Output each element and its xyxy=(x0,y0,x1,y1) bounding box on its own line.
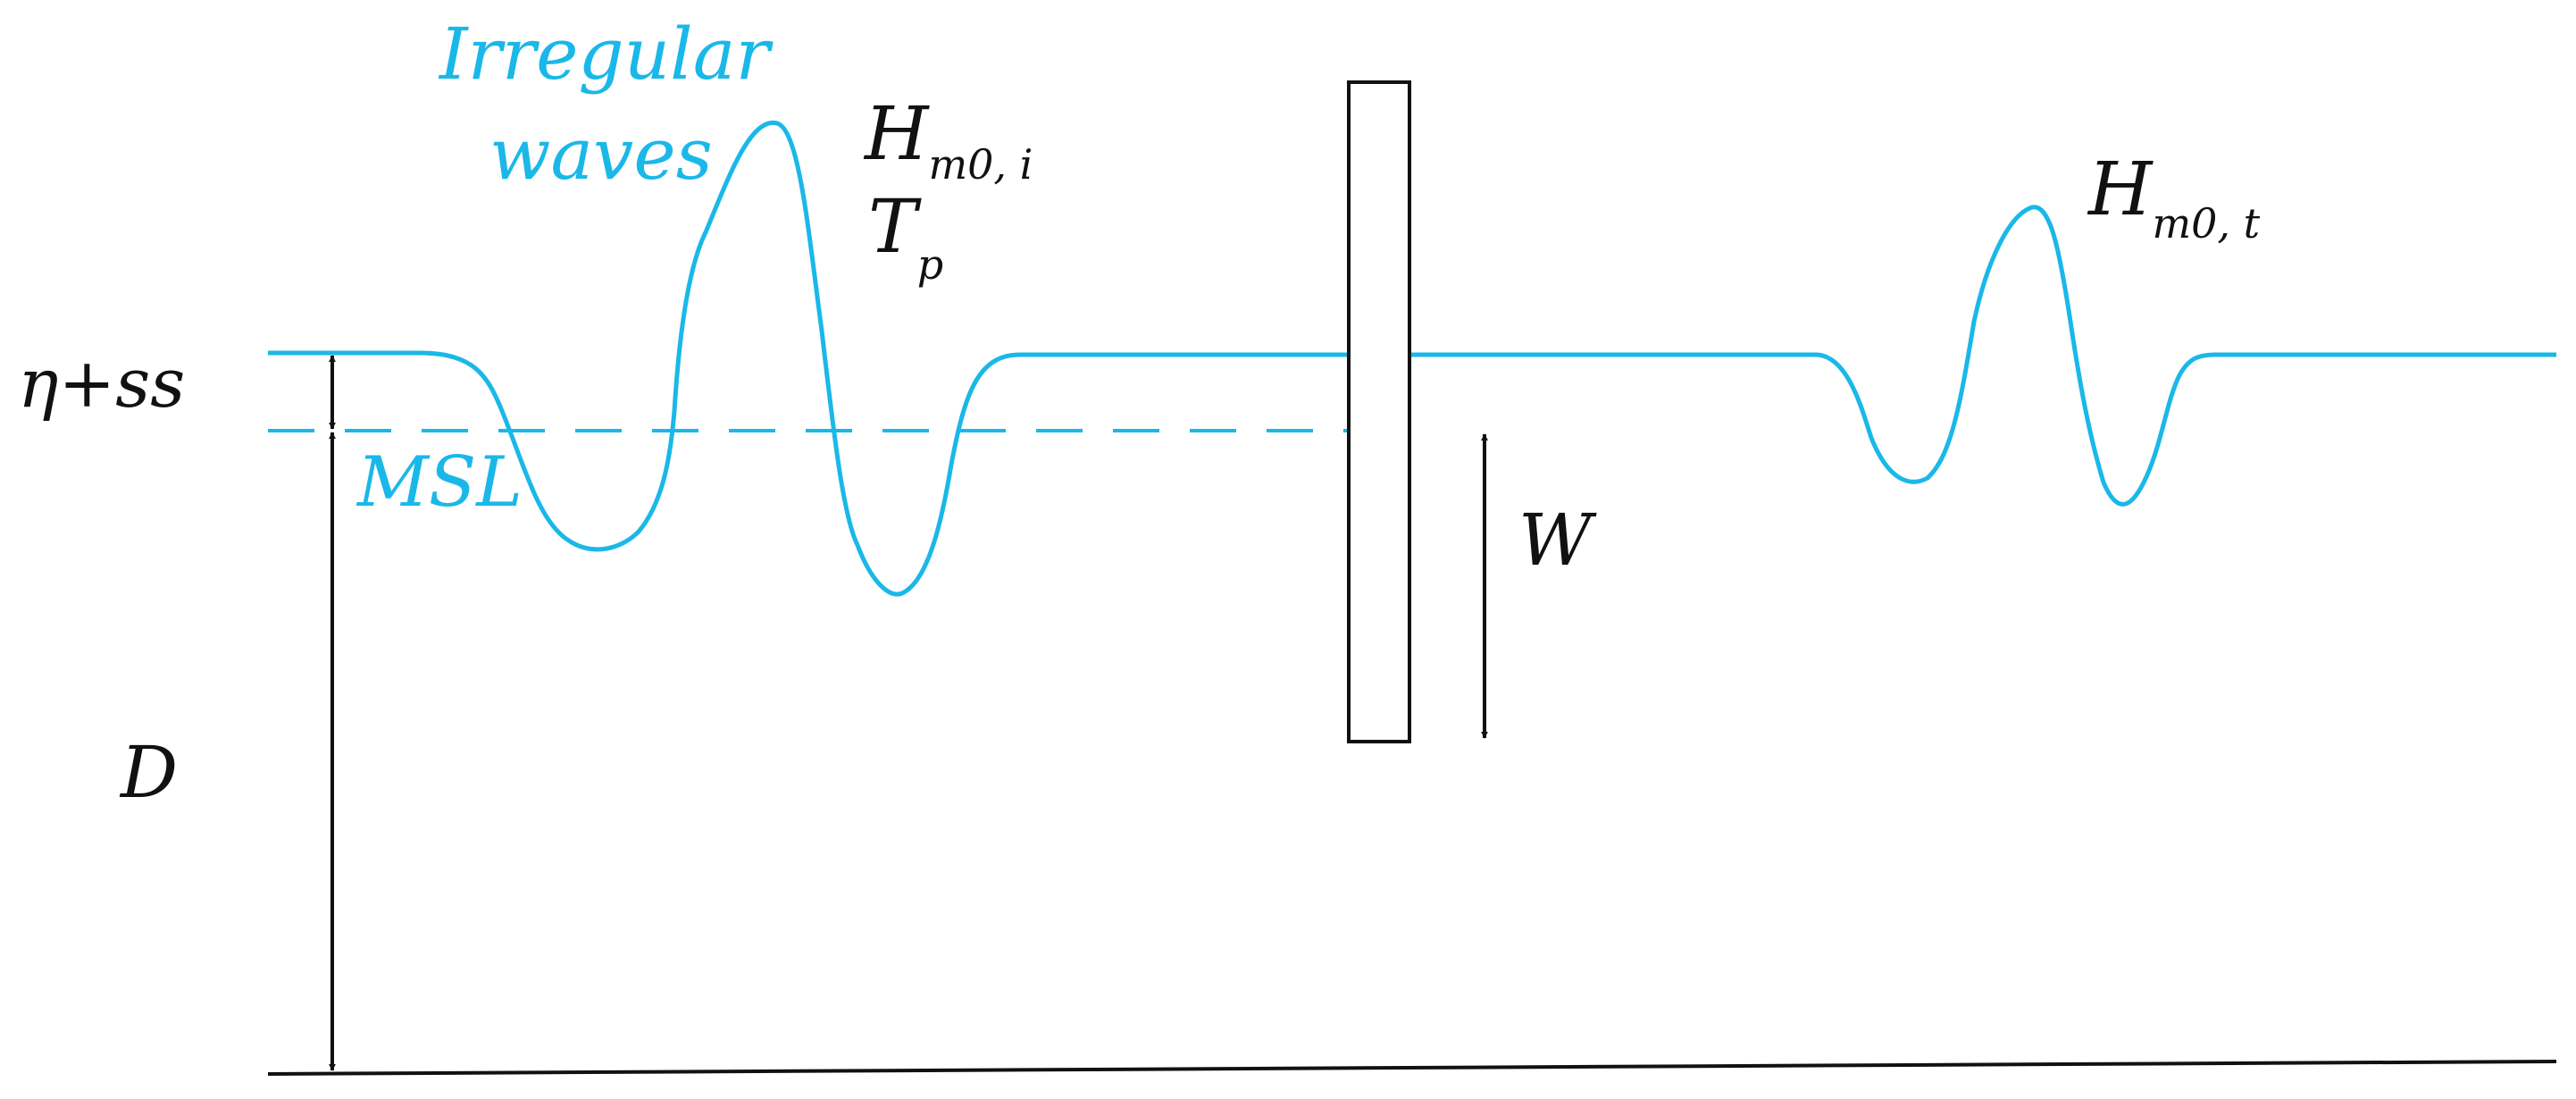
tp-sub: p xyxy=(917,240,943,289)
irregular-label: Irregular xyxy=(438,13,774,96)
hm0-transmitted-label: Hm0, t xyxy=(2087,147,2261,247)
tp-label: Tp xyxy=(868,185,943,289)
hm0-incident-main: H xyxy=(863,92,930,177)
tp-main: T xyxy=(868,185,922,270)
hm0-incident-sub: m0, i xyxy=(929,140,1033,189)
waves-label: waves xyxy=(489,113,713,196)
width-label: W xyxy=(1518,499,1597,582)
barrier-screen xyxy=(1347,80,1411,743)
hm0-transmitted-sub: m0, t xyxy=(2153,199,2261,247)
hm0-incident-label: Hm0, i xyxy=(863,92,1033,189)
incident-wave-profile xyxy=(268,120,1349,597)
depth-label: D xyxy=(119,731,178,814)
hm0-transmitted-main: H xyxy=(2087,147,2154,232)
msl-label: MSL xyxy=(355,442,523,523)
seabed-line xyxy=(267,1060,2557,1076)
eta-ss-label: η+ss xyxy=(18,343,185,423)
transmitted-wave-profile xyxy=(1409,205,2556,507)
